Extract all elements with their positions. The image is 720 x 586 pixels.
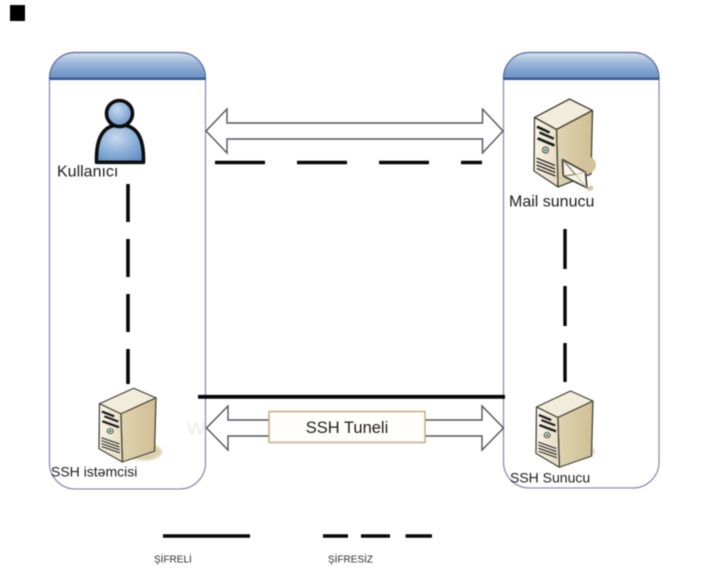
svg-text:Mail sunucu: Mail sunucu bbox=[509, 194, 594, 211]
svg-text:SSH Tuneli: SSH Tuneli bbox=[306, 419, 389, 437]
svg-text:ŞİFRELİ: ŞİFRELİ bbox=[154, 553, 192, 566]
svg-text:Kullanıcı: Kullanıcı bbox=[57, 164, 118, 181]
svg-text:SSH Sunucu: SSH Sunucu bbox=[510, 470, 590, 486]
svg-text:SSH istəmcisi: SSH istəmcisi bbox=[51, 464, 137, 480]
svg-text:ŞİFRESİZ: ŞİFRESİZ bbox=[328, 553, 373, 566]
